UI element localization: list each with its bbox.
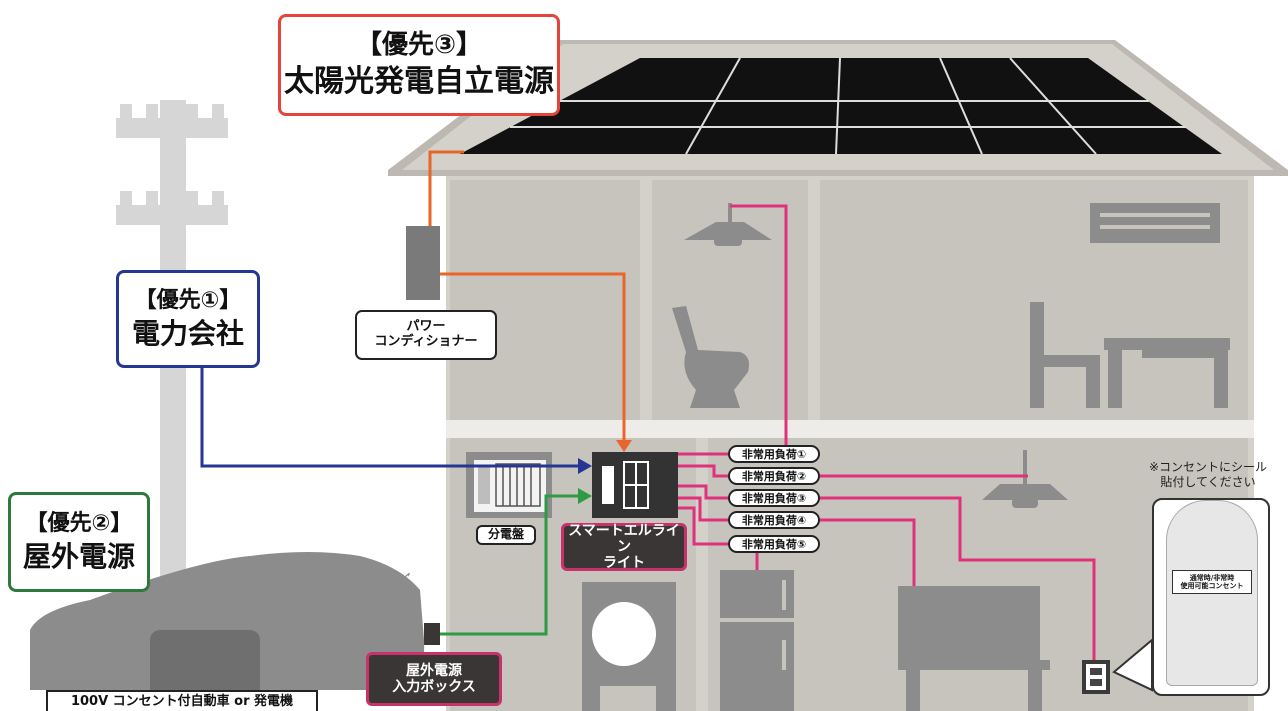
outdoor-input-box-label: 屋外電源 入力ボックス	[366, 652, 502, 706]
emergency-load-3: 非常用負荷③	[728, 489, 820, 507]
outlet-sticker-line2: 使用可能コンセント	[1180, 582, 1244, 590]
connector-lines	[200, 150, 1096, 660]
power-conditioner-unit	[406, 226, 440, 300]
emergency-load-4: 非常用負荷④	[728, 511, 820, 529]
power-conditioner-label: パワー コンディショナー	[355, 310, 497, 360]
car-caption: 100V コンセント付自動車 or 発電機	[46, 690, 318, 711]
priority3-name: 太陽光発電自立電源	[284, 63, 554, 99]
emergency-load-1: 非常用負荷①	[728, 445, 820, 463]
priority2-outdoor-box: 【優先②】 屋外電源	[8, 492, 150, 592]
priority2-bracket: 【優先②】	[25, 511, 133, 537]
smart-el-line-label: スマートエルライン ライト	[561, 523, 687, 571]
outdoor-input-line1: 屋外電源	[406, 662, 462, 679]
outlet-note-line1: ※コンセントにシール	[1148, 460, 1268, 474]
priority1-name: 電力会社	[131, 316, 244, 350]
distribution-board-label: 分電盤	[476, 525, 536, 545]
emergency-load-2: 非常用負荷②	[728, 467, 820, 485]
emergency-load-5: 非常用負荷⑤	[728, 535, 820, 553]
smart-el-line-line1: スマートエルライン	[568, 522, 680, 555]
outlet-sticker-line1: 通常時/非常時	[1189, 573, 1235, 582]
power-conditioner-line2: コンディショナー	[374, 334, 478, 349]
priority1-bracket: 【優先①】	[134, 288, 242, 314]
priority3-solar-box: 【優先③】 太陽光発電自立電源	[278, 14, 560, 116]
appliance-silhouettes	[582, 203, 1230, 711]
priority1-grid-box: 【優先①】 電力会社	[116, 270, 260, 368]
distribution-board-text: 分電盤	[487, 527, 524, 542]
power-conditioner-line1: パワー	[406, 319, 446, 335]
priority3-bracket: 【優先③】	[355, 29, 482, 60]
smart-el-line-line2: ライト	[603, 555, 645, 572]
distribution-board-unit	[466, 452, 552, 518]
outlet-sticker-note: ※コンセントにシール 貼付してください	[1138, 460, 1278, 490]
smart-el-line-unit	[592, 452, 678, 518]
wall-outlet	[1082, 660, 1110, 694]
outlet-note-line2: 貼付してください	[1160, 475, 1256, 489]
outdoor-input-line2: 入力ボックス	[392, 679, 476, 695]
priority2-name: 屋外電源	[22, 539, 135, 573]
solar-panel	[460, 57, 1222, 155]
outdoor-input-socket	[424, 623, 440, 645]
outlet-sticker-label: 通常時/非常時 使用可能コンセント	[1172, 570, 1252, 594]
